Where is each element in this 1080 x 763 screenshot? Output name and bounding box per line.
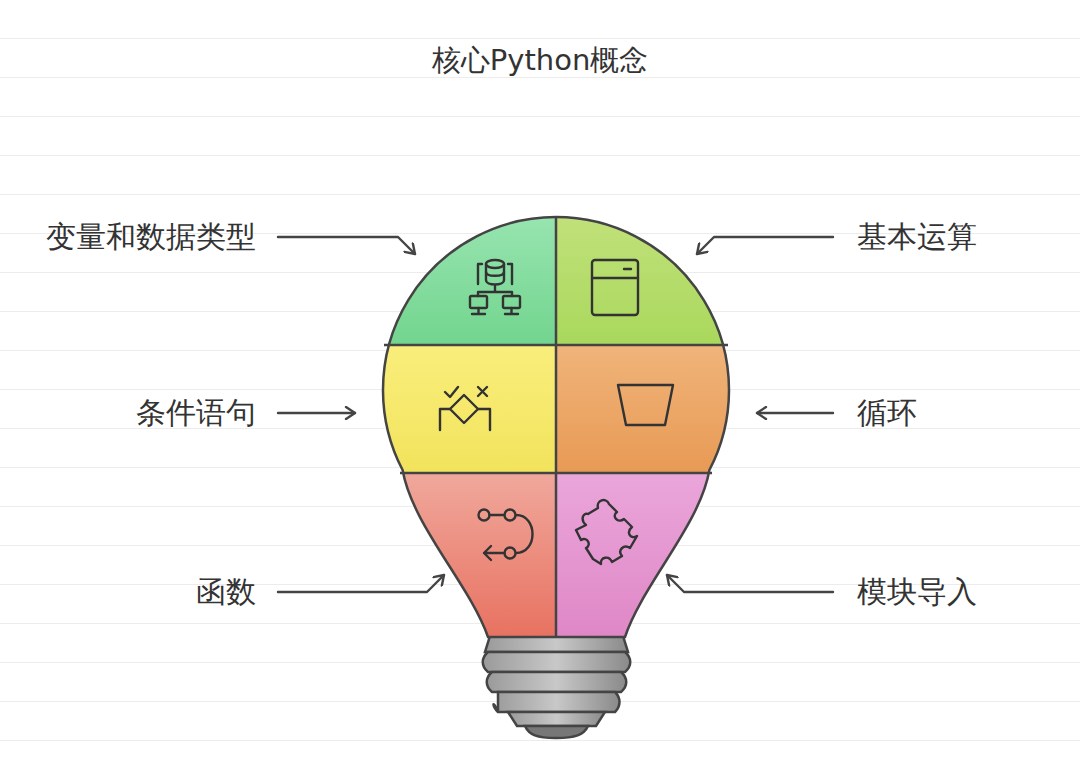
bucket-loop-icon: [618, 385, 673, 425]
concept-label: 函数: [196, 574, 256, 610]
leader-arrow: [757, 412, 833, 414]
leader-arrows: [278, 237, 833, 592]
bulb-base: [483, 636, 631, 738]
calculator-box-icon: [592, 260, 638, 315]
leader-arrow: [667, 575, 833, 592]
leader-arrow: [697, 237, 833, 254]
leader-arrow: [278, 412, 355, 414]
concept-label: 循环: [857, 395, 917, 431]
database-network-icon: [470, 260, 520, 314]
function-flow-icon: [479, 510, 533, 561]
diagram-title: 核心Python概念: [432, 43, 649, 78]
concept-label: 条件语句: [136, 395, 256, 431]
bulb-segments: [370, 200, 746, 643]
leader-arrow: [278, 575, 444, 592]
concept-label: 变量和数据类型: [46, 219, 256, 255]
concept-label: 基本运算: [857, 219, 977, 255]
concept-label: 模块导入: [857, 574, 977, 610]
decision-icon: [440, 387, 490, 430]
bulb-outline: [383, 217, 729, 637]
leader-arrow: [278, 237, 415, 254]
puzzle-module-icon: [576, 500, 637, 564]
